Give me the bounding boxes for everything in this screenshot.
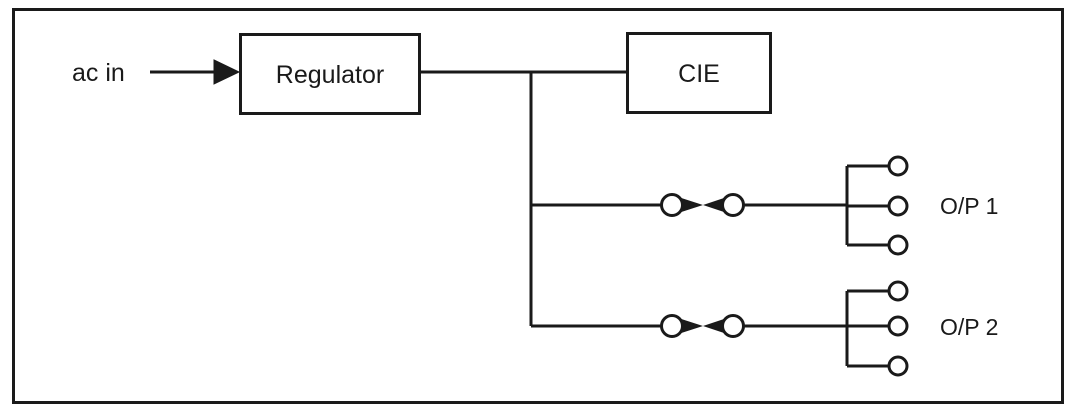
twisted-pair-symbol-op1: [660, 193, 745, 217]
cie-block: [626, 32, 772, 114]
op2-label: O/P 2: [940, 314, 998, 340]
op1-bowtie-right-circle: [721, 193, 745, 217]
op2-terminal-circle-middle: [887, 315, 909, 337]
op2-terminal-circle-top: [887, 280, 909, 302]
cie-label: CIE: [678, 60, 720, 88]
op2-bowtie-left-circle: [660, 314, 684, 338]
ac-in-label: ac in: [72, 59, 125, 87]
diagram-frame: [12, 8, 1064, 404]
regulator-label: Regulator: [276, 61, 384, 89]
twisted-pair-symbol-op2: [660, 314, 745, 338]
op1-terminal-circle-bottom: [887, 234, 909, 256]
ac-in-arrowhead: [213, 59, 241, 85]
op2-bowtie-right-circle: [721, 314, 745, 338]
ac-in-connection: [150, 59, 241, 85]
output-group-1: O/P 1: [531, 155, 998, 256]
op1-label: O/P 1: [940, 193, 998, 219]
regulator-block: [239, 33, 421, 115]
op1-terminal-circle-top: [887, 155, 909, 177]
op2-terminal-circle-bottom: [887, 355, 909, 377]
op1-terminal-circle-middle: [887, 195, 909, 217]
output-group-2: O/P 2: [531, 280, 998, 377]
op1-bowtie-left-circle: [660, 193, 684, 217]
